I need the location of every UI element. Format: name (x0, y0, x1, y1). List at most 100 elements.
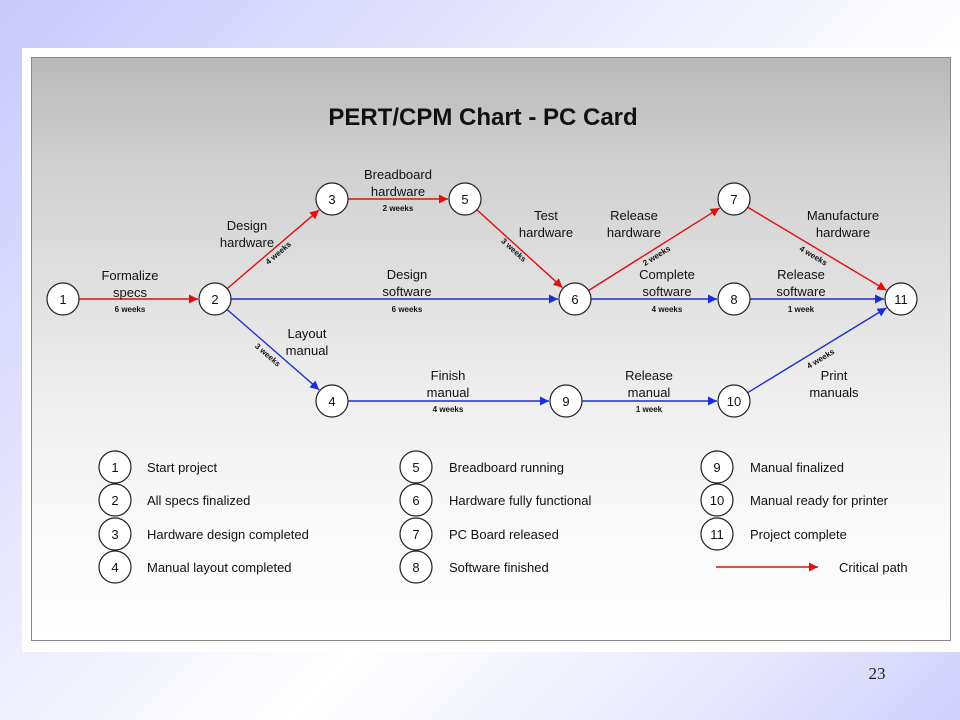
legend-item-2: 2 All specs finalized (98, 483, 250, 517)
node-7: 7 (717, 182, 751, 216)
node-number: 11 (894, 292, 908, 307)
task-duration: 1 week (788, 305, 815, 314)
legend-node-circle (399, 483, 433, 517)
task-2-6: Design software 6 weeks (231, 267, 558, 314)
legend-node-circle (399, 450, 433, 484)
legend-node-number: 10 (710, 493, 724, 508)
legend-item-8: 8 Software finished (399, 550, 549, 584)
legend-node-number: 2 (111, 493, 118, 508)
critical-path-label: Critical path (839, 560, 908, 575)
legend-item-9: 9 Manual finalized (700, 450, 844, 484)
legend-node-circle (98, 483, 132, 517)
node-number: 6 (571, 292, 578, 307)
legend-node-number: 5 (412, 460, 419, 475)
task-name-line2: manual (427, 385, 470, 400)
node-number: 4 (328, 394, 335, 409)
task-name-line1: Print (821, 368, 848, 383)
task-name-line2: hardware (371, 184, 425, 199)
legend-item-4: 4 Manual layout completed (98, 550, 292, 584)
legend-label: Hardware fully functional (449, 493, 591, 508)
legend-node-circle (98, 450, 132, 484)
legend-node-number: 11 (710, 527, 724, 542)
task-arrow (747, 307, 887, 394)
legend-label: Software finished (449, 560, 549, 575)
legend-label: Hardware design completed (147, 527, 309, 542)
task-arrow (747, 206, 887, 291)
task-name-line2: software (382, 284, 431, 299)
legend-item-11: 11 Project complete (700, 517, 847, 551)
node-circle (198, 282, 232, 316)
task-name-line1: Complete (639, 267, 695, 282)
task-duration: 4 weeks (798, 244, 829, 268)
node-circle (315, 384, 349, 418)
task-arrow (226, 209, 320, 290)
node-8: 8 (717, 282, 751, 316)
task-name-line1: Manufacture (807, 208, 879, 223)
node-10: 10 (717, 384, 751, 418)
node-circle (717, 182, 751, 216)
legend-node-number: 8 (412, 560, 419, 575)
legend-node-circle (700, 517, 734, 551)
legend-label: All specs finalized (147, 493, 250, 508)
page-number: 23 (868, 664, 886, 683)
critical-path-key: Critical path (716, 560, 908, 575)
task-duration: 2 weeks (383, 204, 414, 213)
node-number: 9 (562, 394, 569, 409)
node-number: 7 (730, 192, 737, 207)
task-name-line2: hardware (220, 235, 274, 250)
task-duration: 6 weeks (392, 305, 423, 314)
task-duration: 4 weeks (433, 405, 464, 414)
legend-node-number: 4 (111, 560, 118, 575)
chart-frame (31, 57, 951, 641)
task-name-line2: software (776, 284, 825, 299)
event-nodes: 1 2 3 4 5 6 7 8 9 10 11 (46, 182, 918, 418)
node-circle (46, 282, 80, 316)
task-duration: 3 weeks (499, 236, 528, 264)
legend-label: Manual finalized (750, 460, 844, 475)
task-name-line1: Release (610, 208, 658, 223)
node-3: 3 (315, 182, 349, 216)
node-number: 3 (328, 192, 335, 207)
node-5: 5 (448, 182, 482, 216)
task-name-line1: Finish (431, 368, 466, 383)
task-name-line1: Design (227, 218, 267, 233)
task-name-line2: manual (628, 385, 671, 400)
node-number: 2 (211, 292, 218, 307)
legend-label: Breadboard running (449, 460, 564, 475)
legend-node-number: 9 (713, 460, 720, 475)
node-number: 1 (59, 292, 66, 307)
node-number: 5 (461, 192, 468, 207)
legend-label: Project complete (750, 527, 847, 542)
node-circle (549, 384, 583, 418)
legend-node-circle (399, 550, 433, 584)
node-circle (315, 182, 349, 216)
node-2: 2 (198, 282, 232, 316)
node-circle (558, 282, 592, 316)
node-1: 1 (46, 282, 80, 316)
task-arrow (476, 209, 563, 289)
legend-label: Start project (147, 460, 217, 475)
task-name-line2: manuals (809, 385, 859, 400)
legend-label: Manual layout completed (147, 560, 292, 575)
task-name-line1: Layout (287, 326, 326, 341)
task-name-line1: Release (625, 368, 673, 383)
task-name-line2: hardware (607, 225, 661, 240)
legend-node-circle (700, 450, 734, 484)
node-6: 6 (558, 282, 592, 316)
legend-node-number: 7 (412, 527, 419, 542)
node-circle (884, 282, 918, 316)
task-name-line1: Design (387, 267, 427, 282)
